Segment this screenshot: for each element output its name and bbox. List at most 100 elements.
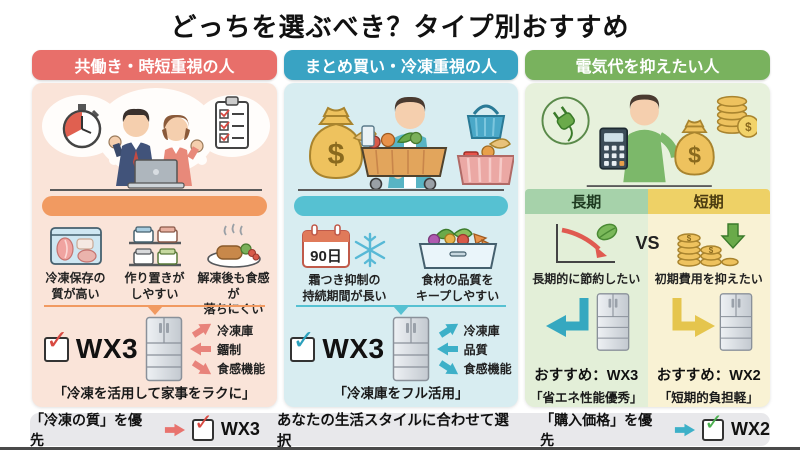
leaf-icon [596,223,618,241]
benefit-label: 食材の品質を キープしやすい [415,273,500,303]
svg-text:$: $ [687,234,692,243]
calendar-snowflake-icon: 90日 [301,224,385,268]
shopping-cart-icon [352,125,448,191]
check-icon: ✓ [45,324,69,355]
stopwatch-icon [62,104,102,149]
long-term-quote: 「省エネ性能優秀」 [529,391,643,405]
down-arrow-green-icon [720,223,746,250]
footer-left-label: 「冷凍の質」を優先 [30,411,142,448]
frozen-food-container-icon [49,227,102,265]
initial-cost-coins-icon: $ $ [677,223,746,267]
feature-label: 冷凍庫 [217,323,254,338]
feature-row: 食感機能 [190,360,265,377]
blue-basket-icon [466,104,506,139]
column-dual-income: 共働き・時短重視の人 [32,50,277,407]
column-bulk-buying: まとめ買い・冷凍重視の人 $ [284,50,518,407]
money-bag-icon: $ [674,119,715,176]
benefit-meal-prep: 作り置きが しやすい [115,222,194,318]
benefit-texture: 解凍後も食感が 落ちにくい [194,222,273,318]
power-plug-icon [541,96,590,145]
short-term-quote: 「短期的負担軽」 [658,391,759,405]
column3-body: $ $ 長期 短期 VS [525,83,770,407]
long-term-panel: 長期的に節約したい おすすめ：WX3 「省エネ性能優秀」 [525,214,648,407]
vegetable-drawer-icon [418,228,497,269]
tab-short-term: 短期 [647,189,770,214]
column3-header: 電気代を抑えたい人 [525,50,770,80]
column1-body: 冷凍保存の 質が高い 作り置きが しやすい [32,83,277,407]
arrow-down-right-icon [188,355,216,381]
down-arrow-divider [44,305,265,307]
benefit-label: 冷凍保存の 質が高い [45,271,106,301]
snowflake-icon [354,232,385,268]
benefit-food-quality: 食材の品質を キープしやすい [401,222,514,304]
svg-text:$: $ [745,122,752,134]
fridge-icon [719,293,753,351]
meal-prep-containers-icon [128,226,181,267]
footer-center-text: あなたの生活スタイルに合わせて選択 [276,412,509,450]
money-bag-icon: $ [308,106,364,180]
cost-saving-illustration-icon: $ $ [541,94,758,188]
check-icon: ✓ [193,408,214,435]
arrow-right-teal-icon [673,422,695,438]
checklist-icon [215,96,249,149]
bent-arrow-teal-icon [546,298,589,337]
column-electricity-saving: 電気代を抑えたい人 [525,50,770,407]
short-term-recommendation: おすすめ：WX2 [656,368,761,384]
feature-row: 鐂制 [190,341,265,358]
long-term-recommendation: おすすめ：WX3 [534,368,639,384]
pink-basket-icon [456,138,514,185]
calculator-icon [599,127,629,170]
footer-left-model: WX3 [220,419,260,439]
arrow-right-red-icon [163,422,185,438]
feature-label: 食感機能 [463,361,512,376]
laptop-icon [127,159,185,189]
model-name: WX3 [75,333,139,364]
column1-header: 共働き・時短重視の人 [32,50,277,80]
cooked-meal-plate-icon [206,223,261,268]
benefit-label: 作り置きが しやすい [124,271,185,301]
summary-footer: 「冷凍の質」を優先 ✓ WX3 あなたの生活スタイルに合わせて選択 「購入価格」… [30,408,770,450]
check-icon: ✓ [704,408,724,435]
couple-time-saving-illustration-icon [42,88,270,191]
feature-label: 食感機能 [217,361,266,376]
svg-text:$: $ [688,142,701,168]
feature-row: 冷凍庫 [190,322,265,339]
feature-label: 冷凍庫 [463,323,500,338]
down-arrow-divider [296,305,506,307]
saver-icon [611,94,680,183]
benefit-label: 霜つき抑制の 持続期間が長い [302,273,387,303]
arrow-up-right-icon [188,317,216,343]
checkbox-icon: ✓ [290,326,316,362]
benefit-frost-prevention: 90日 霜つき抑制の 持続期間が長い [288,222,401,304]
fridge-icon [392,316,429,382]
fridge-icon [596,293,630,351]
fridge-icon [145,316,183,382]
checkbox-icon: ✓ [191,410,214,441]
arrow-left-icon [190,341,213,357]
arrow-down-right-icon [434,355,462,381]
bent-arrow-yellow-icon [672,298,715,337]
page-title: どっちを選ぶべき？タイプ別おすすめ [170,12,630,42]
orange-divider-bar [42,196,267,216]
short-term-panel: $ $ 初期費用を抑えたい おすすめ：WX2 「短期的負担軽」 [647,214,770,407]
benefit-frozen-quality: 冷凍保存の 質が高い [36,222,115,318]
bottom-edge-strip [0,447,800,450]
benefit-label: 解凍後も食感が 落ちにくい [197,271,270,317]
footer-right-label: 「購入価格」を優先 [540,411,653,448]
coin-stack-icon: $ [716,95,758,138]
tab-long-term: 長期 [525,189,648,214]
arrow-up-right-icon [434,317,462,343]
feature-row: 冷凍庫 [437,322,512,339]
feature-label: 品質 [463,342,488,357]
svg-text:$: $ [328,138,345,171]
column2-header: まとめ買い・冷凍重視の人 [284,50,518,80]
column2-body: $ [284,83,518,407]
arrow-left-icon [437,341,460,357]
check-icon: ✓ [292,324,316,355]
model-name: WX3 [322,333,385,364]
checkbox-icon: ✓ [43,326,69,362]
long-term-caption: 長期的に節約したい [532,272,641,286]
vs-label: VS [635,233,660,253]
short-term-caption: 初期費用を抑えたい [654,272,763,286]
column1-quote: 「冷凍を活用して家事をラクに」 [53,386,256,401]
